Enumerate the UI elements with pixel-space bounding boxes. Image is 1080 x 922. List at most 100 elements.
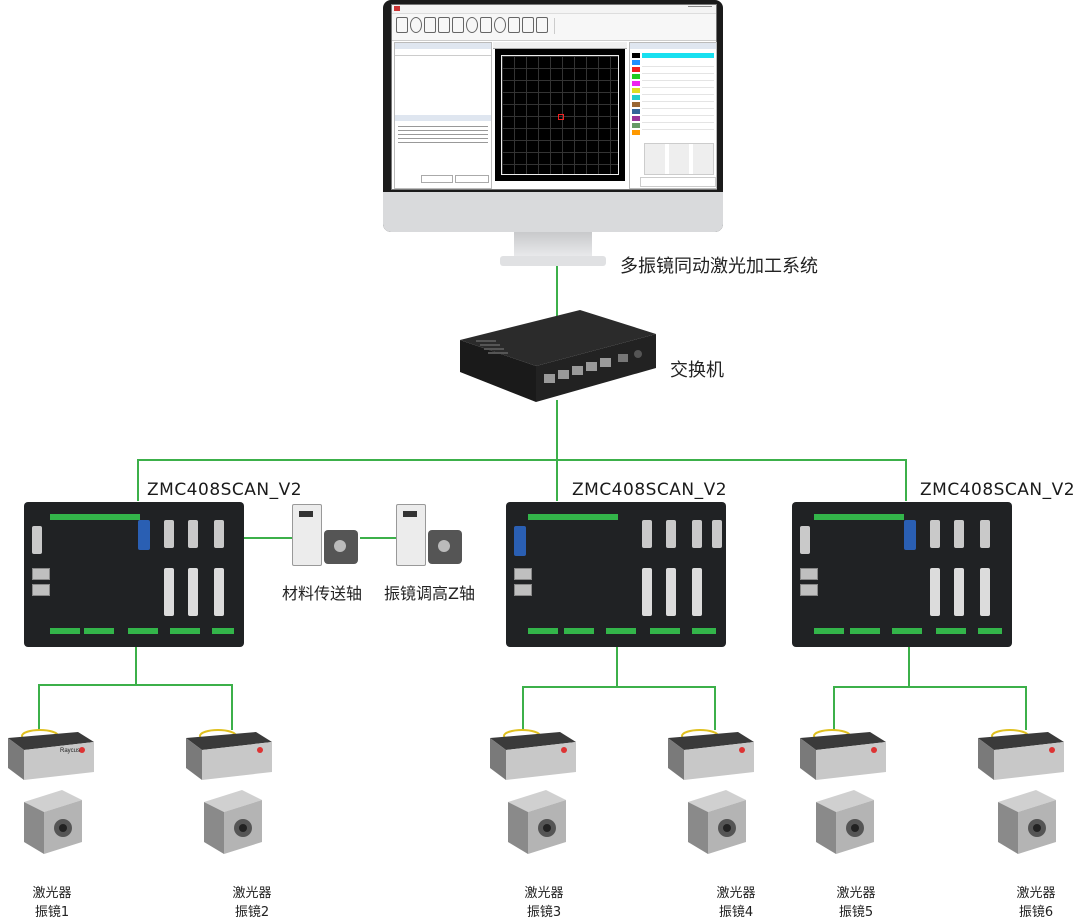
- db-port: [164, 520, 174, 548]
- db-port: [642, 520, 652, 548]
- drive-display-icon: [403, 511, 417, 517]
- io-connector: [164, 568, 174, 616]
- tool-select-icon: [396, 17, 408, 33]
- db-port: [214, 520, 224, 548]
- ethernet-port: [32, 568, 50, 580]
- db-port: [800, 526, 810, 554]
- tool-barcode-icon: [536, 17, 548, 33]
- terminal-block-top: [528, 514, 618, 520]
- properties-panel: [629, 42, 717, 189]
- log-panel-header: [395, 115, 491, 121]
- db-port: [712, 520, 722, 548]
- canvas-ruler: [493, 42, 627, 49]
- db-port: [930, 520, 940, 548]
- wire-laser1: [38, 684, 40, 730]
- app-toolbar: [392, 14, 716, 41]
- tool-point-icon: [410, 17, 422, 33]
- wire-axes-link: [360, 537, 396, 539]
- controller-3: [792, 502, 1012, 647]
- servo-drive-2: [396, 504, 426, 566]
- wire-laser2: [231, 684, 233, 730]
- tool-text-icon: [508, 17, 520, 33]
- terminal-block-top: [814, 514, 904, 520]
- wire-bus-ctrl1: [137, 459, 139, 501]
- wire-ctrl3-split: [833, 686, 1027, 688]
- unit-caption-4: 激光器 振镜4: [696, 884, 776, 922]
- io-connector: [188, 568, 198, 616]
- galvo-label: 振镜3: [526, 905, 562, 920]
- controller-1: [24, 502, 244, 647]
- terminal-block-bottom: [978, 628, 1002, 634]
- db-port: [188, 520, 198, 548]
- pen-color-5: [632, 81, 640, 86]
- pen-color-1: [632, 53, 640, 58]
- laser-label: 激光器: [716, 886, 756, 901]
- canvas: [495, 49, 625, 181]
- object-list-panel: [394, 42, 492, 189]
- canvas-origin-icon: [558, 114, 564, 120]
- laser-5: [800, 729, 886, 780]
- terminal-block-top: [50, 514, 140, 520]
- tool-rect-icon: [480, 17, 492, 33]
- tool-curve-icon: [452, 17, 464, 33]
- wire-monitor-switch: [556, 266, 558, 320]
- system-label: 多振镜同动激光加工系统: [620, 256, 818, 277]
- galvo-1: [24, 790, 82, 854]
- monitor-chin: [383, 192, 723, 232]
- terminal-block-bottom: [850, 628, 880, 634]
- switch-label: 交换机: [670, 360, 724, 381]
- io-connector: [692, 568, 702, 616]
- terminal-block-bottom: [692, 628, 716, 634]
- terminal-block-bottom: [212, 628, 234, 634]
- pen-color-7: [632, 95, 640, 100]
- wire-ctrl2-down: [616, 646, 618, 686]
- wire-laser6: [1025, 686, 1027, 730]
- servo-motor-1: [324, 530, 358, 564]
- terminal-block-bottom: [564, 628, 594, 634]
- terminal-block-bottom: [650, 628, 680, 634]
- galvo-4: [688, 790, 746, 854]
- terminal-block-bottom: [528, 628, 558, 634]
- laser-4: [668, 729, 754, 780]
- controller-title-1: ZMC408SCAN_V2: [147, 480, 303, 500]
- laser-label: 激光器: [524, 886, 564, 901]
- db-port-blue: [514, 526, 526, 556]
- app-titlebar: [392, 5, 716, 14]
- object-list-header: [395, 43, 491, 49]
- pen-color-9: [632, 109, 640, 114]
- motor-shaft-icon: [334, 540, 346, 552]
- galvo-2: [204, 790, 262, 854]
- canvas-grid: [502, 56, 618, 174]
- log-buttons: [455, 175, 489, 183]
- wire-bus-horizontal: [137, 459, 907, 461]
- pen-color-4: [632, 74, 640, 79]
- log-text: [398, 123, 488, 145]
- pen-color-8: [632, 102, 640, 107]
- ethernet-port: [514, 568, 532, 580]
- tool-circle-icon: [466, 17, 478, 33]
- monitor-stand: [514, 232, 592, 256]
- terminal-block-bottom: [170, 628, 200, 634]
- db-port-blue: [138, 520, 150, 550]
- laser-label: 激光器: [232, 886, 272, 901]
- pen-color-3: [632, 67, 640, 72]
- monitor: [383, 0, 723, 232]
- status-bar: [640, 177, 716, 187]
- app-logo-icon: [394, 6, 400, 11]
- network-switch: [460, 310, 656, 402]
- db-port: [692, 520, 702, 548]
- io-connector: [954, 568, 964, 616]
- laser-6: [978, 729, 1064, 780]
- laser-1: Raycus: [8, 729, 94, 780]
- galvo-label: 振镜5: [838, 905, 874, 920]
- galvo-label: 振镜6: [1018, 905, 1054, 920]
- db-port: [980, 520, 990, 548]
- wire-laser4: [714, 686, 716, 730]
- terminal-block-bottom: [936, 628, 966, 634]
- terminal-block-bottom: [128, 628, 158, 634]
- canvas-work-area: [501, 55, 619, 175]
- galvo-label: 振镜1: [34, 905, 70, 920]
- terminal-block-bottom: [606, 628, 636, 634]
- pen-color-12: [632, 130, 640, 135]
- ethernet-port: [800, 584, 818, 596]
